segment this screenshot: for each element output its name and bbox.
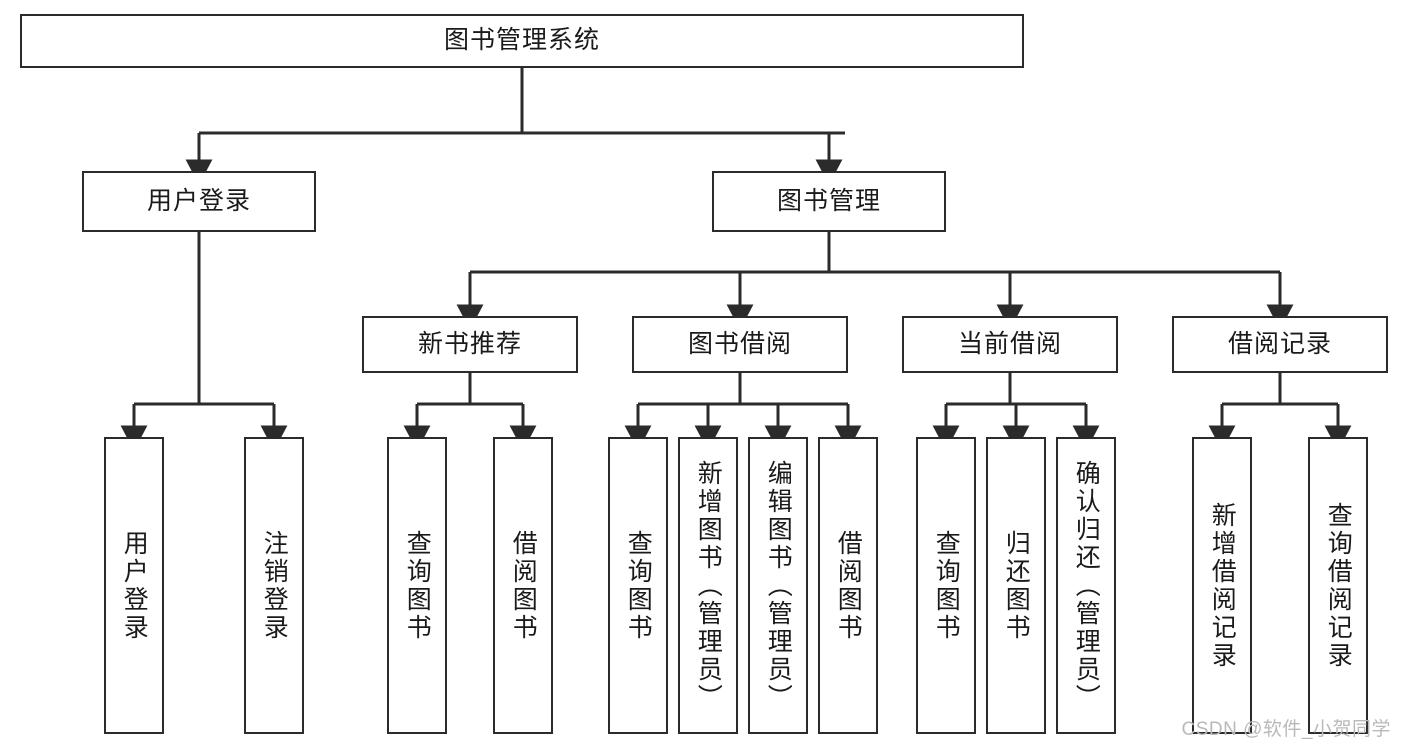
- node-label: 注销登录: [260, 529, 289, 642]
- leaf-borrow-record-0[interactable]: 新增借阅记录: [1192, 437, 1252, 734]
- leaf-current-borrow-2[interactable]: 确认归还（管理员）: [1056, 437, 1116, 734]
- leaf-book-borrow-1[interactable]: 新增图书（管理员）: [678, 437, 738, 734]
- node-label: 借阅图书: [509, 529, 538, 642]
- node-label: 归还图书: [1002, 529, 1031, 642]
- node-label: 用户登录: [120, 529, 149, 642]
- leaf-book-borrow-3[interactable]: 借阅图书: [818, 437, 878, 734]
- leaf-user-login-0[interactable]: 用户登录: [104, 437, 164, 734]
- csdn-watermark: CSDN @软件_小贺同学: [1181, 719, 1391, 740]
- node-label: 当前借阅: [957, 329, 1062, 358]
- node-label: 确认归还（管理员）: [1072, 459, 1101, 712]
- node-label: 查询图书: [403, 529, 432, 642]
- leaf-current-borrow-0[interactable]: 查询图书: [916, 437, 976, 734]
- leaf-user-login-1[interactable]: 注销登录: [244, 437, 304, 734]
- node-current-borrow[interactable]: 当前借阅: [902, 316, 1118, 373]
- node-book-borrow[interactable]: 图书借阅: [632, 316, 848, 373]
- node-label: 图书管理系统: [443, 26, 600, 55]
- leaf-book-borrow-0[interactable]: 查询图书: [608, 437, 668, 734]
- node-label: 借阅记录: [1227, 329, 1332, 358]
- leaf-book-borrow-2[interactable]: 编辑图书（管理员）: [748, 437, 808, 734]
- node-label: 查询借阅记录: [1324, 501, 1353, 670]
- node-label: 查询图书: [932, 529, 961, 642]
- node-book-management[interactable]: 图书管理: [712, 171, 946, 232]
- node-label: 用户登录: [146, 186, 251, 215]
- node-label: 查询图书: [624, 529, 653, 642]
- leaf-borrow-record-1[interactable]: 查询借阅记录: [1308, 437, 1368, 734]
- node-root-system[interactable]: 图书管理系统: [20, 14, 1024, 68]
- node-borrow-record[interactable]: 借阅记录: [1172, 316, 1388, 373]
- node-label: 新书推荐: [417, 329, 522, 358]
- node-label: 新增图书（管理员）: [694, 459, 723, 712]
- leaf-current-borrow-1[interactable]: 归还图书: [986, 437, 1046, 734]
- node-label: 新增借阅记录: [1208, 501, 1237, 670]
- node-label: 图书借阅: [687, 329, 792, 358]
- leaf-new-book-recommend-0[interactable]: 查询图书: [387, 437, 447, 734]
- node-label: 图书管理: [776, 186, 881, 215]
- node-label: 借阅图书: [834, 529, 863, 642]
- node-new-book-recommend[interactable]: 新书推荐: [362, 316, 578, 373]
- node-user-login[interactable]: 用户登录: [82, 171, 316, 232]
- leaf-new-book-recommend-1[interactable]: 借阅图书: [493, 437, 553, 734]
- node-label: 编辑图书（管理员）: [764, 459, 793, 712]
